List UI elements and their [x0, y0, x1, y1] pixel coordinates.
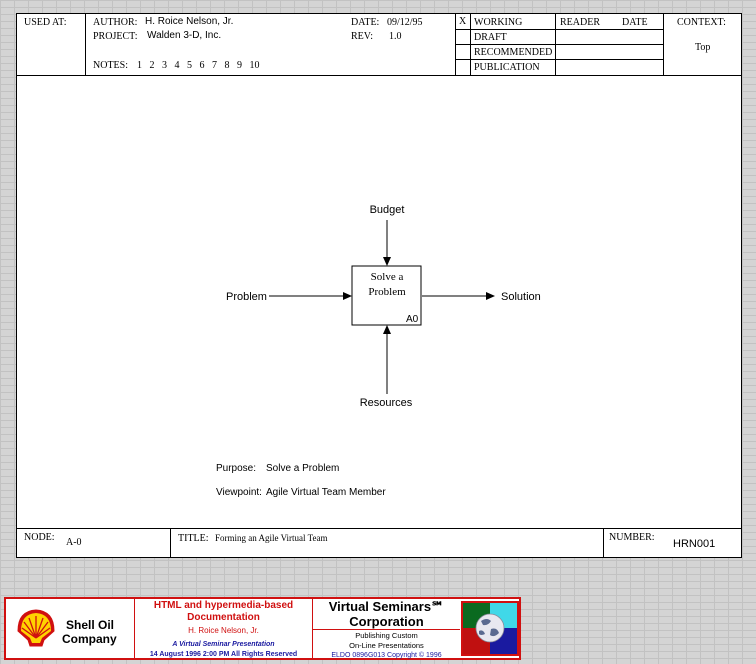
doc-author: H. Roice Nelson, Jr.	[188, 626, 259, 635]
date-line: 14 August 1996 2:00 PM All Rights Reserv…	[149, 651, 298, 658]
seminar-line: A Virtual Seminar Presentation	[172, 641, 275, 648]
context-label: CONTEXT:	[677, 17, 726, 28]
vs-rule	[313, 629, 460, 630]
context-value: Top	[695, 42, 711, 53]
number-label: NUMBER:	[609, 532, 655, 543]
reader-date-label: DATE	[622, 17, 648, 28]
status-draft: DRAFT	[474, 32, 507, 43]
sponsor-banner[interactable]: Shell Oil Company HTML and hypermedia-ba…	[4, 597, 521, 660]
vs-sub-line1: Publishing Custom	[355, 631, 418, 640]
vs-sub-line2: On-Line Presentations	[349, 641, 424, 650]
purpose-value: Solve a Problem	[266, 463, 340, 474]
idef0-diagram: Solve a Problem A0 Budget Problem Soluti…	[226, 204, 541, 409]
globe-logo-icon	[461, 601, 519, 656]
shell-logo-icon	[17, 609, 55, 647]
rev-value: 1.0	[389, 31, 402, 42]
title-label: TITLE:	[178, 533, 209, 544]
used-at-label: USED AT:	[24, 17, 67, 28]
mechanism-label: Resources	[360, 397, 413, 409]
idef0-form: USED AT: AUTHOR: H. Roice Nelson, Jr. PR…	[16, 13, 742, 558]
project-label: PROJECT:	[93, 31, 138, 42]
purpose-label: Purpose:	[216, 463, 257, 474]
status-rule-3	[455, 59, 663, 60]
vs-copyright: ELDO 0896G013 Copyright © 1996	[331, 652, 442, 659]
input-label: Problem	[226, 291, 267, 303]
footer-divider-2	[603, 528, 604, 557]
shell-company-line1: Shell Oil	[66, 618, 115, 632]
header-bottom-rule	[17, 75, 741, 76]
status-rule-1	[455, 29, 663, 30]
title-value: Forming an Agile Virtual Team	[215, 533, 328, 543]
viewpoint-label: Viewpoint:	[216, 487, 262, 498]
status-checkmark: X	[459, 16, 467, 27]
output-label: Solution	[501, 291, 541, 303]
header-divider-1	[85, 14, 86, 75]
vs-sub-block: Publishing Custom On-Line Presentations …	[313, 631, 460, 661]
date-value: 09/12/95	[387, 17, 423, 28]
reader-label: READER	[560, 17, 600, 28]
notes-label: NOTES:	[93, 60, 128, 71]
node-label: NODE:	[24, 532, 55, 543]
footer-top-rule	[17, 528, 741, 529]
number-value: HRN001	[673, 538, 716, 550]
status-rule-2	[455, 44, 663, 45]
banner-divider-2	[312, 599, 313, 658]
header-divider-5	[663, 14, 664, 75]
doc-title-line2: Documentation	[187, 612, 260, 623]
doc-title-block: HTML and hypermedia-based Documentation …	[135, 600, 312, 659]
notes-numbers: 1 2 3 4 5 6 7 8 9 10	[137, 60, 260, 71]
author-label: AUTHOR:	[93, 17, 138, 28]
vs-title-line2: Corporation	[349, 614, 424, 629]
vs-block: Virtual Seminars℠ Corporation	[313, 599, 460, 629]
activity-title-line1: Solve a	[371, 271, 404, 283]
node-value: A-0	[66, 537, 82, 548]
activity-title-line2: Problem	[368, 286, 406, 298]
status-publication: PUBLICATION	[474, 62, 540, 73]
banner-divider-1	[134, 599, 135, 658]
status-recommended: RECOMMENDED	[474, 47, 553, 58]
activity-box-id: A0	[406, 314, 419, 325]
author-value: H. Roice Nelson, Jr.	[145, 16, 234, 27]
doc-title-line1: HTML and hypermedia-based	[153, 600, 294, 611]
date-label: DATE:	[351, 17, 380, 28]
control-label: Budget	[370, 204, 405, 216]
viewpoint-value: Agile Virtual Team Member	[266, 487, 386, 498]
shell-company-line2: Company	[62, 632, 117, 646]
vs-title-line1: Virtual Seminars℠	[328, 599, 445, 614]
footer-divider-1	[170, 528, 171, 557]
rev-label: REV:	[351, 31, 374, 42]
project-value: Walden 3-D, Inc.	[147, 30, 222, 41]
status-working: WORKING	[474, 17, 523, 28]
